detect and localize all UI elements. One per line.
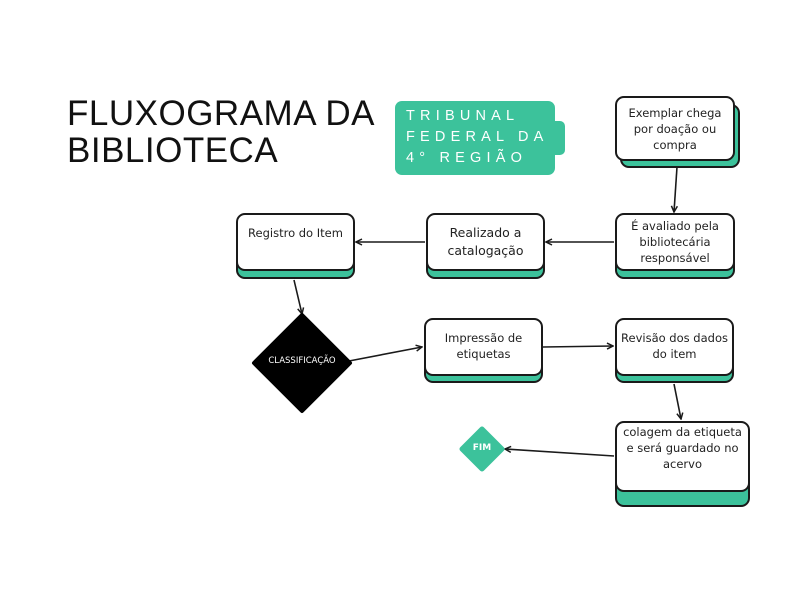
node-impressao-text: Impressão de etiquetas bbox=[424, 318, 543, 376]
node-exemplar-text: Exemplar chega por doação ou compra bbox=[615, 96, 735, 161]
edge-exemplar-avaliado bbox=[674, 166, 677, 212]
edge-registro-classificacao bbox=[293, 279, 302, 314]
node-catalogacao-text: Realizado a catalogação bbox=[426, 213, 545, 271]
node-avaliado-text: É avaliado pela bibliotecária responsáve… bbox=[615, 213, 735, 271]
node-colagem-text: colagem da etiqueta e será guardado no a… bbox=[615, 421, 750, 492]
edge-impressao-revisao bbox=[542, 346, 613, 347]
badge-background bbox=[395, 101, 555, 175]
fim-diamond[interactable] bbox=[459, 426, 505, 472]
classificacao-label: CLASSIFICAÇÃO bbox=[268, 356, 336, 366]
badge-text: TRIBUNAL FEDERAL DA 4° REGIÃO bbox=[406, 108, 549, 166]
badge-tab bbox=[548, 121, 565, 155]
edge-revisao-colagem bbox=[673, 383, 681, 419]
node-registro-text: Registro do Item bbox=[236, 213, 355, 271]
classificacao-diamond[interactable] bbox=[252, 313, 352, 413]
page-title: FLUXOGRAMA DA BIBLIOTECA bbox=[67, 95, 375, 169]
title-line-1: FLUXOGRAMA DA bbox=[67, 94, 375, 133]
fim-label: FIM bbox=[472, 443, 492, 453]
edge-colagem-fim bbox=[505, 449, 615, 457]
edge-classificacao-impressao bbox=[348, 347, 422, 362]
title-line-2: BIBLIOTECA bbox=[67, 131, 279, 170]
node-revisao-text: Revisão dos dados do item bbox=[615, 318, 734, 376]
